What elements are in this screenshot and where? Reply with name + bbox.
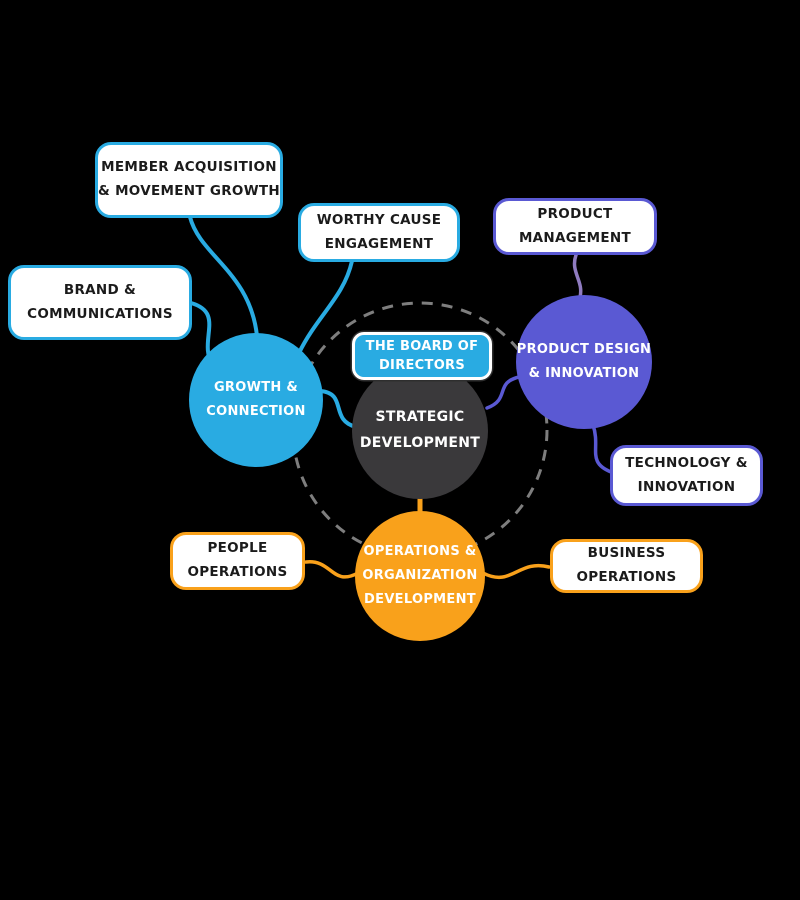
link-operations-business bbox=[481, 563, 551, 580]
link-operations-people bbox=[304, 560, 360, 579]
node-growth-connection[interactable]: GROWTH & CONNECTION bbox=[189, 333, 323, 467]
link-growth-worthy-cause bbox=[297, 259, 354, 355]
node-business-operations[interactable]: BUSINESS OPERATIONS bbox=[550, 539, 703, 593]
node-member-acquisition[interactable]: MEMBER ACQUISITION & MOVEMENT GROWTH bbox=[95, 142, 283, 218]
node-operations-org-development[interactable]: OPERATIONS & ORGANIZATION DEVELOPMENT bbox=[355, 511, 485, 641]
node-people-operations[interactable]: PEOPLE OPERATIONS bbox=[170, 532, 305, 590]
link-product-design-center bbox=[485, 375, 521, 410]
link-growth-center bbox=[318, 389, 358, 429]
node-brand-communications[interactable]: BRAND & COMMUNICATIONS bbox=[8, 265, 192, 340]
node-technology-innovation[interactable]: TECHNOLOGY & INNOVATION bbox=[610, 445, 763, 506]
link-product-management-product-design bbox=[572, 253, 583, 299]
node-board-of-directors[interactable]: THE BOARD OF DIRECTORS bbox=[352, 332, 492, 380]
link-product-design-technology bbox=[591, 423, 613, 474]
node-product-management[interactable]: PRODUCT MANAGEMENT bbox=[493, 198, 657, 255]
node-worthy-cause[interactable]: WORTHY CAUSE ENGAGEMENT bbox=[298, 203, 460, 262]
node-strategic-development[interactable]: STRATEGIC DEVELOPMENT bbox=[352, 363, 488, 499]
dashed-orbit-ring bbox=[291, 301, 549, 559]
node-product-design-innovation[interactable]: PRODUCT DESIGN & INNOVATION bbox=[516, 295, 652, 429]
link-growth-member-acquisition bbox=[188, 215, 259, 338]
